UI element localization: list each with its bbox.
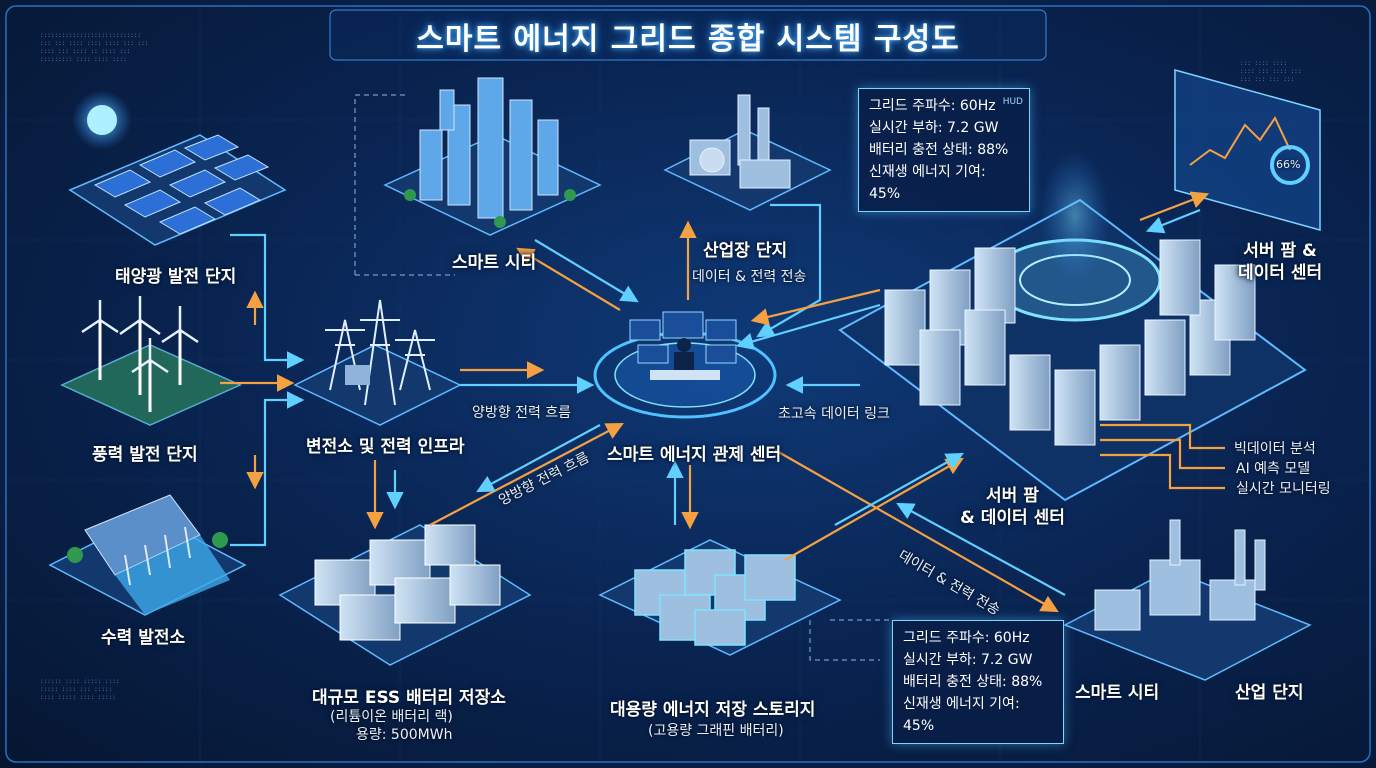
factory-top-illustration <box>663 94 832 211</box>
label-ess-sub2: 용량: 500MWh <box>356 727 453 743</box>
label-industrial-bottom: 산업 단지 <box>1235 683 1304 703</box>
label-hydro-plant: 수력 발전소 <box>101 628 186 648</box>
label-substation: 변전소 및 전력 인프라 <box>306 437 465 457</box>
hud-top-line: 배터리 충전 상태: 88% <box>869 142 1009 158</box>
dashed-links <box>354 94 890 661</box>
decorative-code-block: :::::::::::::::::::::::::::: ::: ::: :::… <box>40 32 149 63</box>
solar-farm-illustration <box>68 90 287 246</box>
link-label-high-speed: 초고속 데이터 링크 <box>778 406 890 422</box>
dashboard-gauge-value: 66% <box>1276 158 1301 171</box>
hud-bottom-line: 신재생 에너지 기여: 45% <box>903 696 1020 734</box>
smart-city-top-illustration <box>383 77 602 236</box>
label-control-center: 스마트 에너지 관제 센터 <box>607 445 782 465</box>
hud-top-line: 실시간 부하: 7.2 GW <box>869 120 999 136</box>
hud-top-line: 그리드 주파수: 60Hz <box>869 98 996 114</box>
hud-bottom-line: 실시간 부하: 7.2 GW <box>903 652 1033 668</box>
label-smart-city-top: 스마트 시티 <box>452 253 537 273</box>
substation-illustration <box>293 299 462 426</box>
label-server-farm-mid: 서버 팜 & 데이터 센터 <box>960 486 1065 528</box>
label-ess-sub1: (리튬이온 배터리 랙) <box>330 709 453 725</box>
label-energy-storage: 대용량 에너지 저장 스토리지 <box>610 700 816 720</box>
link-label-data-power-top: 데이터 & 전력 전송 <box>692 269 807 285</box>
label-factory-top: 산업장 단지 <box>703 241 788 261</box>
hud-panel-bottom: 그리드 주파수: 60Hz 실시간 부하: 7.2 GW 배터리 충전 상태: … <box>892 620 1064 744</box>
hud-bottom-line: 그리드 주파수: 60Hz <box>903 630 1030 646</box>
energy-storage-illustration <box>598 539 842 656</box>
label-energy-storage-sub: (고용량 그래핀 배터리) <box>648 723 784 739</box>
outer-frame <box>5 5 1371 763</box>
title-frame <box>329 9 1047 61</box>
hydro-plant-illustration <box>48 494 247 616</box>
analytics-item-bigdata: 빅데이터 분석 <box>1234 441 1316 457</box>
label-smart-city-bottom: 스마트 시티 <box>1075 683 1160 703</box>
analytics-item-monitoring: 실시간 모니터링 <box>1236 481 1331 497</box>
label-wind-farm: 풍력 발전 단지 <box>92 445 198 465</box>
control-center-illustration <box>593 311 777 419</box>
hud-top-line: 신재생 에너지 기여: 45% <box>869 164 986 202</box>
wind-farm-illustration <box>60 296 242 426</box>
link-label-bidirectional: 양방향 전력 흐름 <box>472 405 572 421</box>
ess-storage-illustration <box>278 524 532 666</box>
connection-lines <box>220 191 1225 613</box>
hud-bottom-line: 배터리 충전 상태: 88% <box>903 674 1043 690</box>
label-solar-farm: 태양광 발전 단지 <box>115 267 237 287</box>
decorative-code-block-right: ::: :::: :::: :::: ::: :::: ::: ::: ::: … <box>1240 60 1302 83</box>
analytics-item-ai: AI 예측 모델 <box>1236 461 1311 477</box>
dashboard-panel <box>1174 69 1321 231</box>
industrial-complex-illustration <box>1063 519 1312 681</box>
hud-panel-top: HUD 그리드 주파수: 60Hz 실시간 부하: 7.2 GW 배터리 충전 … <box>858 88 1030 212</box>
decorative-code-block-bottom: :::::: :::: ::::: :::: ::::: :::: ::: ::… <box>40 678 120 701</box>
hud-tag: HUD <box>1002 97 1023 107</box>
label-server-farm-top: 서버 팜 & 데이터 센터 <box>1238 241 1323 283</box>
diagram-title: 스마트 에너지 그리드 종합 시스템 구성도 <box>416 22 960 57</box>
label-ess: 대규모 ESS 배터리 저장소 <box>312 688 506 708</box>
